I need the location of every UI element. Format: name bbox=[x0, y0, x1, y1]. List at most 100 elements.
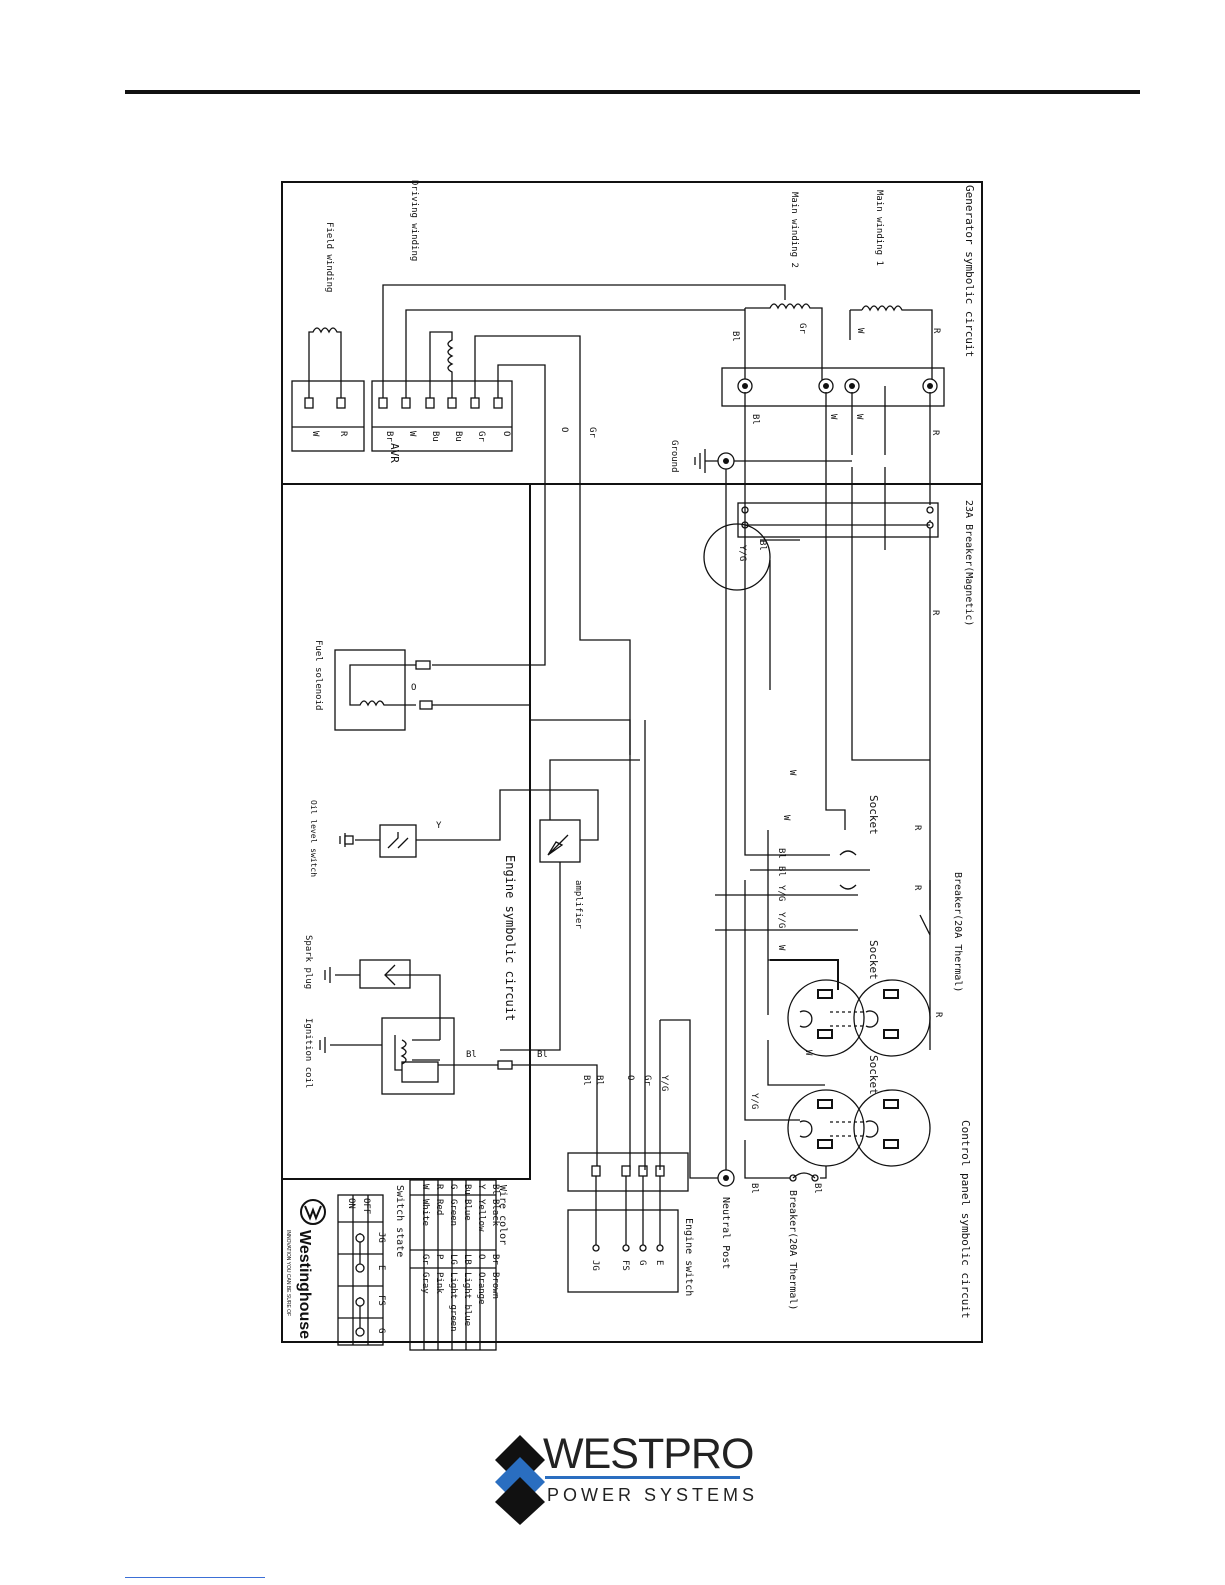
engine-switch-label: Engine switch bbox=[683, 1218, 694, 1296]
avr-label: AVR bbox=[388, 443, 401, 463]
engine-section: Engine symbolic circuit Fuel solenoid O … bbox=[303, 640, 718, 1296]
svg-text:O: O bbox=[625, 1075, 635, 1080]
svg-text:FS: FS bbox=[376, 1295, 386, 1306]
field-winding-label: Field winding bbox=[324, 222, 334, 292]
svg-text:Blue: Blue bbox=[462, 1199, 472, 1221]
header-rule bbox=[125, 90, 1140, 94]
breaker-thermal-2-label: Breaker(20A Thermal) bbox=[787, 1190, 798, 1310]
ground-label: Ground bbox=[669, 440, 679, 473]
westpro-logo bbox=[495, 1435, 545, 1525]
breaker-thermal-1-label: Breaker(20A Thermal) bbox=[952, 872, 963, 992]
westinghouse-logo: Westinghouse INNOVATION YOU CAN BE SURE … bbox=[285, 1199, 326, 1339]
spark-plug-block bbox=[359, 959, 411, 989]
svg-text:Gr: Gr bbox=[797, 323, 807, 334]
svg-text:Bl: Bl bbox=[812, 1183, 822, 1194]
ignition-coil-label: Ignition coil bbox=[303, 1018, 313, 1088]
svg-text:R: R bbox=[930, 610, 940, 616]
neutral-post-label: Neutral Post bbox=[720, 1197, 731, 1269]
svg-text:Bl: Bl bbox=[490, 1184, 500, 1195]
oil-level-switch-label: Oil level switch bbox=[309, 800, 318, 877]
svg-text:Bl: Bl bbox=[749, 1183, 759, 1194]
avr-block bbox=[371, 380, 513, 452]
westpro-diamond-bottom-icon bbox=[495, 1477, 545, 1525]
main-winding-1-coil bbox=[849, 305, 933, 385]
wire-color-legend: Wire color Bl Black Br Brown Y Yellow O … bbox=[409, 1179, 508, 1351]
svg-text:Bu: Bu bbox=[462, 1184, 472, 1195]
svg-text:Bl: Bl bbox=[776, 848, 786, 859]
svg-text:O: O bbox=[559, 427, 569, 432]
svg-text:Black: Black bbox=[490, 1199, 500, 1227]
socket-1-contacts bbox=[839, 850, 857, 890]
svg-text:O: O bbox=[476, 1254, 486, 1259]
svg-text:Y: Y bbox=[476, 1184, 486, 1190]
svg-text:Light green: Light green bbox=[448, 1272, 458, 1332]
thermal-breaker-1 bbox=[919, 880, 931, 936]
control-section: 23A Breaker(Magnetic) R Bl Y/G W W R Soc… bbox=[703, 386, 974, 1319]
footer-link-line bbox=[125, 1577, 265, 1578]
wire-color-title: Wire color bbox=[497, 1185, 508, 1245]
twist-lock-socket bbox=[703, 523, 771, 591]
control-title: Control panel symbolic circuit bbox=[959, 1120, 972, 1319]
terminal-block bbox=[721, 367, 945, 407]
socket-3-label: Socket bbox=[867, 1055, 880, 1095]
svg-text:Bl: Bl bbox=[537, 1050, 548, 1060]
svg-text:Orange: Orange bbox=[476, 1272, 486, 1305]
svg-text:LB: LB bbox=[462, 1254, 472, 1265]
svg-text:Gr: Gr bbox=[420, 1254, 430, 1265]
svg-text:White: White bbox=[420, 1199, 430, 1226]
westinghouse-wordmark: Westinghouse bbox=[296, 1230, 313, 1339]
svg-text:W: W bbox=[310, 431, 320, 437]
svg-text:Bl: Bl bbox=[730, 331, 740, 342]
generator-section: Generator symbolic circuit Main winding … bbox=[291, 180, 976, 1170]
svg-text:JG: JG bbox=[590, 1260, 600, 1271]
svg-text:Br: Br bbox=[384, 431, 394, 442]
svg-text:W: W bbox=[787, 770, 797, 776]
svg-text:Red: Red bbox=[434, 1199, 444, 1215]
svg-text:W: W bbox=[828, 414, 838, 420]
svg-text:Green: Green bbox=[448, 1199, 458, 1226]
engine-connector bbox=[567, 1152, 689, 1192]
svg-text:Bu: Bu bbox=[430, 431, 440, 442]
fuel-solenoid-label: Fuel solenoid bbox=[313, 640, 323, 710]
svg-text:R: R bbox=[930, 430, 940, 436]
svg-text:E: E bbox=[376, 1265, 386, 1270]
westpro-wordmark: WESTPRO bbox=[543, 1430, 754, 1478]
svg-text:Bl: Bl bbox=[594, 1075, 604, 1086]
field-winding-block bbox=[291, 380, 365, 452]
svg-text:Bu: Bu bbox=[453, 431, 463, 442]
svg-text:Br: Br bbox=[490, 1254, 500, 1265]
duplex-socket-1 bbox=[787, 979, 931, 1057]
svg-text:G: G bbox=[637, 1260, 647, 1265]
switch-state-legend: Switch state JG E FS G OFF ON bbox=[337, 1185, 405, 1346]
svg-text:Y/G: Y/G bbox=[776, 885, 786, 901]
svg-text:Bl: Bl bbox=[750, 414, 760, 425]
duplex-socket-2 bbox=[787, 1089, 931, 1167]
svg-text:R: R bbox=[933, 1012, 943, 1018]
svg-text:Bl: Bl bbox=[466, 1050, 477, 1060]
svg-text:Gr: Gr bbox=[476, 431, 486, 442]
svg-text:W: W bbox=[776, 945, 786, 951]
generator-title: Generator symbolic circuit bbox=[963, 185, 976, 357]
engine-title: Engine symbolic circuit bbox=[503, 855, 517, 1021]
svg-text:P: P bbox=[434, 1254, 444, 1260]
main-winding-2-label: Main winding 2 bbox=[789, 192, 799, 268]
svg-text:O: O bbox=[411, 683, 416, 693]
svg-text:W: W bbox=[855, 328, 865, 334]
svg-text:W: W bbox=[407, 431, 417, 437]
svg-text:Bl: Bl bbox=[581, 1075, 591, 1086]
westinghouse-emblem-icon bbox=[300, 1199, 326, 1225]
svg-text:ON: ON bbox=[346, 1198, 356, 1209]
svg-text:Gray: Gray bbox=[420, 1272, 430, 1294]
svg-text:Y/G: Y/G bbox=[776, 912, 786, 928]
svg-text:R: R bbox=[931, 328, 941, 334]
svg-text:W: W bbox=[420, 1184, 430, 1190]
spark-plug-label: Spark plug bbox=[303, 935, 313, 989]
main-winding-2-coil bbox=[745, 303, 823, 385]
breaker-magnetic-label: 23A Breaker(Magnetic) bbox=[963, 500, 974, 626]
svg-text:Brown: Brown bbox=[490, 1272, 500, 1299]
svg-text:Y/G: Y/G bbox=[659, 1075, 669, 1091]
svg-text:R: R bbox=[912, 825, 922, 831]
svg-text:Gr: Gr bbox=[642, 1075, 652, 1086]
ignition-coil-block bbox=[381, 1017, 455, 1095]
svg-text:G: G bbox=[448, 1184, 458, 1189]
